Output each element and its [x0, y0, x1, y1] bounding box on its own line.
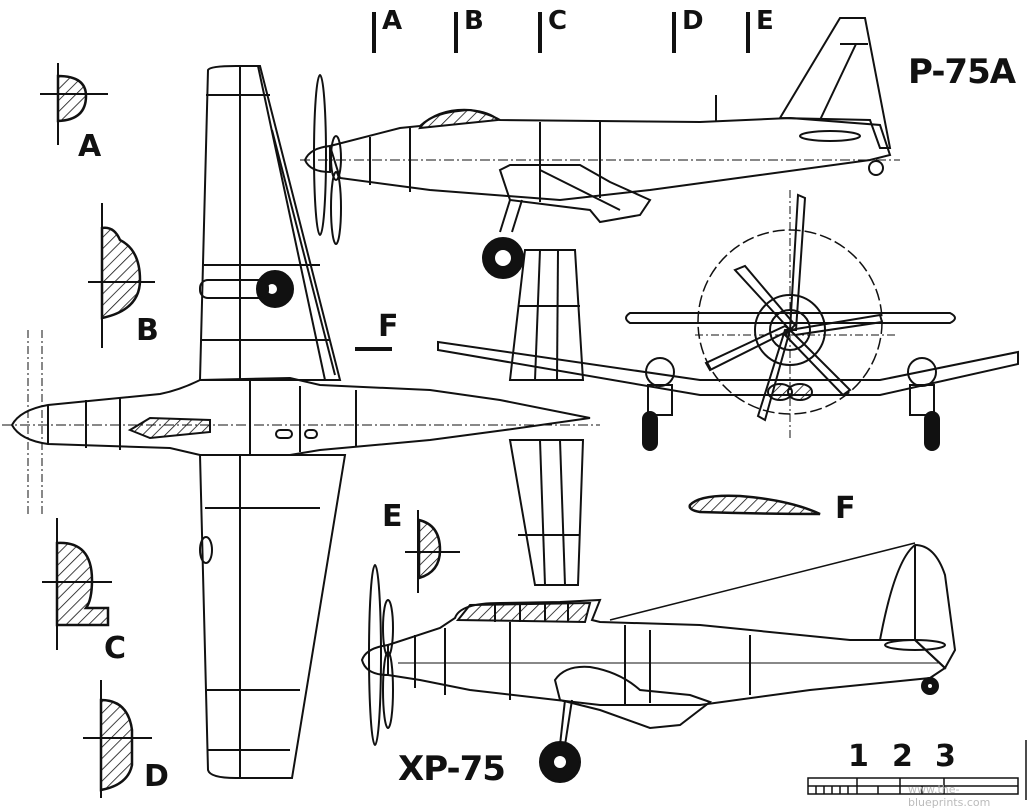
section-e	[405, 510, 460, 593]
station-label-d: D	[682, 6, 704, 36]
section-label-f-plan: F	[378, 309, 399, 344]
front-view	[437, 190, 1019, 451]
xp75-side-view	[360, 542, 957, 783]
section-c	[42, 518, 112, 650]
section-b	[88, 203, 155, 348]
station-label-b: B	[464, 6, 484, 36]
scale-tick-2: 2	[892, 739, 913, 774]
station-label-c: C	[548, 6, 568, 36]
watermark: www.the-blueprints.com	[908, 783, 991, 809]
station-label-e: E	[756, 6, 774, 36]
scale-tick-1: 1	[848, 739, 869, 774]
section-label-b: B	[136, 313, 159, 348]
section-label-f-profile: F	[835, 491, 856, 526]
model-title-xp75: XP-75	[398, 749, 506, 789]
section-a	[40, 63, 108, 145]
model-title-p75a: P-75A	[908, 52, 1016, 92]
station-label-a: A	[382, 6, 403, 36]
scale-tick-3: 3	[935, 739, 956, 774]
scale-bar	[807, 740, 1027, 800]
section-f-airfoil	[688, 494, 821, 516]
station-marker-lines	[372, 12, 750, 53]
section-d	[83, 680, 152, 798]
section-label-c: C	[104, 631, 127, 666]
p75a-side-view	[300, 17, 900, 279]
section-label-d: D	[144, 759, 169, 794]
section-label-a: A	[78, 129, 102, 164]
section-label-e: E	[382, 499, 403, 534]
plan-view	[2, 65, 600, 779]
